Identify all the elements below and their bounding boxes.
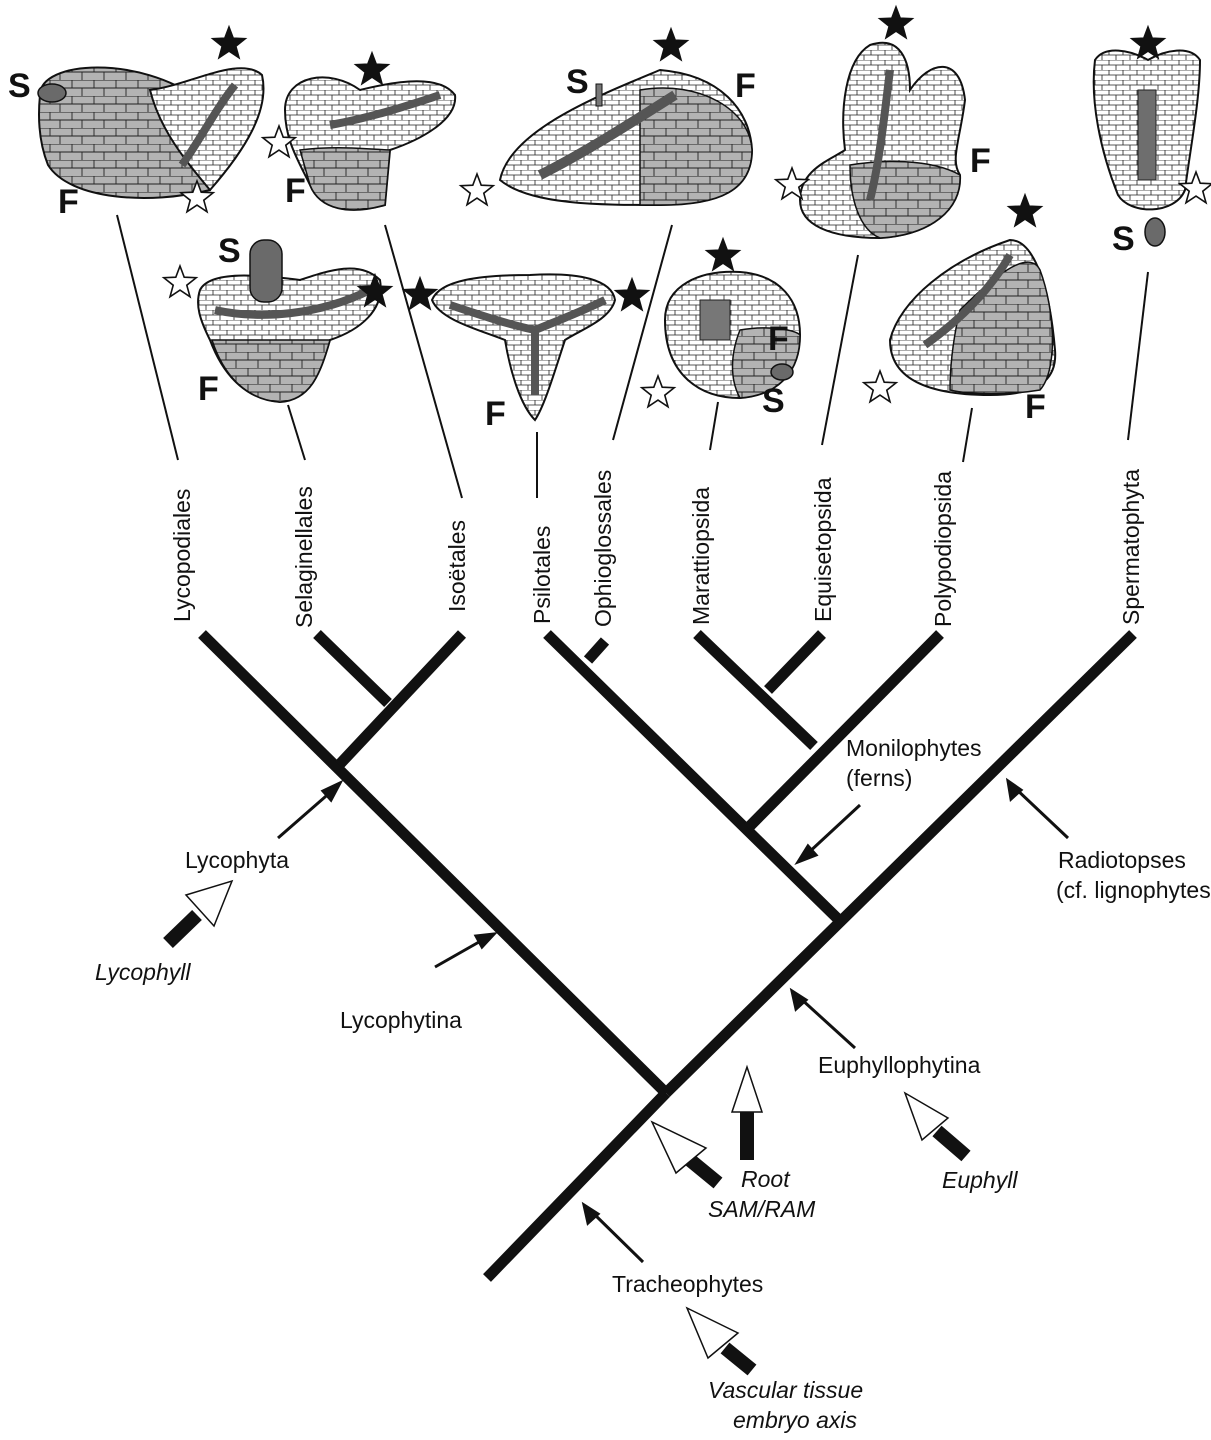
open-star-icon bbox=[642, 376, 674, 407]
taxon-label: Spermatophyta bbox=[1118, 469, 1144, 625]
trait-label-vascular-tissue: Vascular tissue bbox=[708, 1377, 863, 1403]
clade-label-monilophytes: Monilophytes bbox=[846, 735, 982, 761]
filled-star-icon bbox=[1009, 195, 1041, 226]
branch-equisetopsida bbox=[768, 634, 822, 690]
open-star-icon bbox=[461, 174, 493, 205]
letter-f: F bbox=[58, 183, 79, 221]
clade-label-euphyllophytina: Euphyllophytina bbox=[818, 1052, 981, 1078]
clade-label-lycophytina: Lycophytina bbox=[340, 1007, 462, 1033]
embryo-spermatophyta bbox=[1094, 51, 1200, 246]
letter-s: S bbox=[8, 67, 31, 105]
clade-label-lignophytes: (cf. lignophytes) bbox=[1056, 877, 1211, 903]
clade-label-tracheophytes: Tracheophytes bbox=[612, 1271, 763, 1297]
trait-label-euphyll: Euphyll bbox=[942, 1167, 1018, 1193]
letter-s: S bbox=[762, 382, 785, 420]
taxon-label: Psilotales bbox=[529, 526, 555, 624]
taxon-label: Polypodiopsida bbox=[930, 471, 956, 627]
taxon-label: Ophioglossales bbox=[590, 470, 616, 627]
letter-s: S bbox=[218, 232, 241, 270]
filled-star-icon bbox=[616, 279, 648, 310]
embryo-ophioglossales bbox=[500, 70, 752, 205]
filled-star-icon bbox=[707, 239, 739, 270]
letter-f: F bbox=[768, 320, 789, 358]
tree-trunk bbox=[487, 1093, 666, 1278]
trait-labels: Lycophyll Root SAM/RAM Euphyll Vascular … bbox=[95, 959, 1018, 1433]
suspensor-shape bbox=[38, 84, 66, 102]
filled-star-icon bbox=[213, 27, 245, 58]
trait-label-sam-ram: SAM/RAM bbox=[708, 1196, 816, 1222]
trait-label-embryo-axis: embryo axis bbox=[733, 1407, 857, 1433]
open-star-icon bbox=[164, 266, 196, 297]
embryo-isoetales-upper bbox=[285, 77, 455, 209]
filled-star-icon bbox=[880, 7, 912, 38]
letter-f: F bbox=[198, 370, 219, 408]
letter-f: F bbox=[970, 142, 991, 180]
embryo-polypodiopsida bbox=[890, 240, 1055, 395]
taxon-label: Equisetopsida bbox=[810, 477, 836, 622]
filled-star-icon bbox=[404, 278, 436, 309]
taxon-label: Lycopodiales bbox=[169, 489, 195, 622]
branch-fern-core bbox=[748, 634, 940, 828]
embryo-equisetopsida bbox=[800, 43, 965, 238]
filled-star-icon bbox=[655, 29, 687, 60]
filled-star-icon bbox=[356, 53, 388, 84]
filled-star-icon bbox=[1132, 27, 1164, 58]
letter-f: F bbox=[285, 172, 306, 210]
letter-s: S bbox=[1112, 220, 1135, 258]
branch-ophioglossales bbox=[588, 641, 605, 660]
clade-label-radiatopses: Radiotopses bbox=[1058, 847, 1186, 873]
taxon-label: Marattiopsida bbox=[688, 487, 714, 625]
embryo-isoetales bbox=[432, 274, 615, 420]
taxon-label: Selaginellales bbox=[291, 486, 317, 628]
clade-label-lycophyta: Lycophyta bbox=[185, 847, 289, 873]
trait-arrows bbox=[168, 881, 966, 1370]
taxon-labels: Lycopodiales Selaginellales Isoëtales Ps… bbox=[169, 469, 1144, 628]
branch-marattiopsida bbox=[697, 634, 814, 746]
letter-f: F bbox=[1025, 388, 1046, 426]
trait-label-lycophyll: Lycophyll bbox=[95, 959, 191, 985]
letter-f: F bbox=[485, 395, 506, 433]
trait-label-root: Root bbox=[741, 1166, 791, 1192]
clade-label-ferns: (ferns) bbox=[846, 765, 912, 791]
branch-lycophyta-clade bbox=[339, 634, 462, 765]
letter-f: F bbox=[735, 67, 756, 105]
branch-selaginellales bbox=[317, 634, 388, 703]
clade-labels: Lycophyta Lycophytina Monilophytes (fern… bbox=[185, 735, 1211, 1297]
open-star-icon bbox=[864, 371, 896, 402]
letter-s: S bbox=[566, 63, 589, 101]
embryo-lycopodiales bbox=[38, 68, 263, 198]
taxon-label: Isoëtales bbox=[444, 520, 470, 612]
